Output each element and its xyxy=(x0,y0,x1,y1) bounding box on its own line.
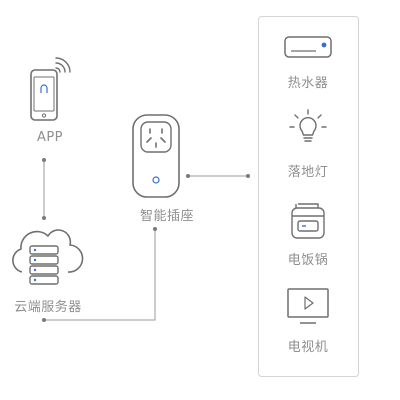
device-label-rice-cooker: 电饭锅 xyxy=(287,253,329,268)
smart-socket-icon xyxy=(132,114,180,198)
television-icon xyxy=(287,288,329,324)
floor-lamp-icon xyxy=(289,109,327,142)
connector-dot xyxy=(186,174,190,178)
connector-lines xyxy=(43,160,248,321)
connector-dot xyxy=(153,227,157,231)
device-label-water-heater: 热水器 xyxy=(287,76,329,91)
cloud-to-socket-line xyxy=(44,229,156,321)
connector-dot xyxy=(42,158,46,162)
smart-socket-label: 智能插座 xyxy=(139,209,194,224)
wifi-icon xyxy=(55,57,71,73)
device-label-floor-lamp: 落地灯 xyxy=(287,165,329,180)
cloud-server-icon xyxy=(12,229,84,285)
smartphone-icon xyxy=(30,69,58,121)
water-heater-icon xyxy=(284,36,332,58)
connector-dot xyxy=(42,318,46,322)
device-label-television: 电视机 xyxy=(287,340,329,355)
socket-power-indicator xyxy=(152,176,160,184)
connector-dot xyxy=(246,174,250,178)
rice-cooker-icon xyxy=(291,203,325,239)
connector-dots xyxy=(42,158,250,322)
cloud-server-label: 云端服务器 xyxy=(14,300,82,315)
device-panel xyxy=(258,16,359,377)
connector-dot xyxy=(42,216,46,220)
app-label: APP xyxy=(36,130,64,145)
